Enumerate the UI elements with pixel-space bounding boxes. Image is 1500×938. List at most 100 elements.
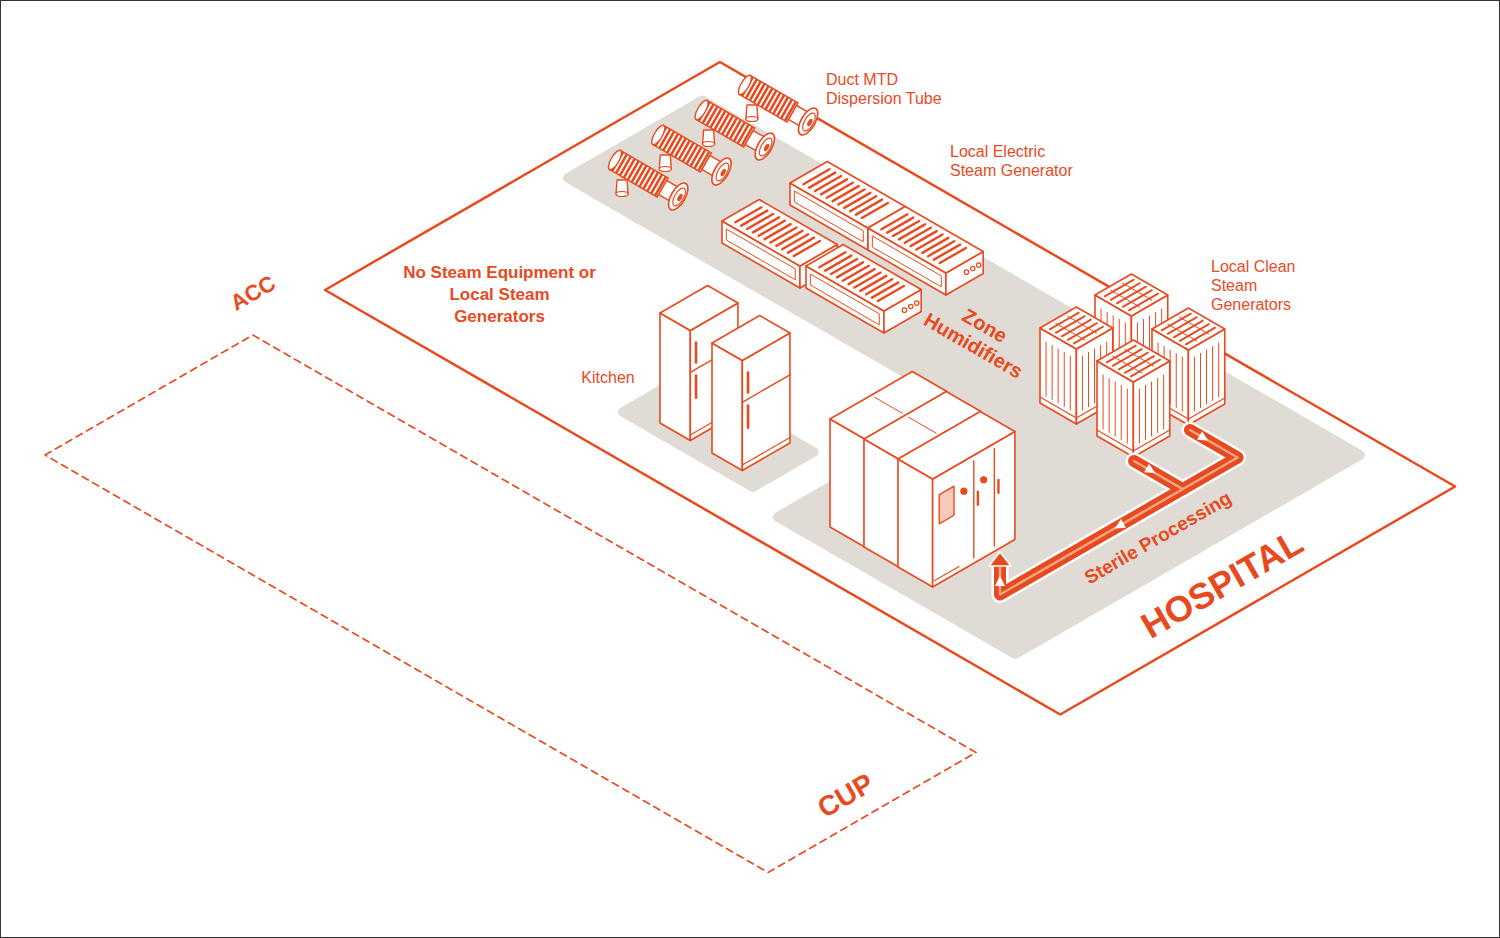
top-seam — [909, 417, 937, 433]
grille-bar — [1131, 360, 1160, 377]
grille-bar — [1123, 290, 1152, 307]
hospital-outline-shape — [317, 54, 1464, 723]
indicator-light — [915, 301, 919, 305]
grille-bar — [1113, 356, 1142, 373]
louver — [765, 224, 791, 239]
fan-hub — [763, 143, 770, 152]
door-handle — [997, 480, 999, 493]
louver — [838, 189, 864, 204]
zone-humidifier-area-shape — [560, 92, 1126, 426]
grille-bar — [1186, 328, 1215, 345]
grille-bar — [1180, 317, 1209, 334]
grille-bar — [1111, 290, 1140, 307]
grille-bar — [1125, 349, 1154, 366]
louver — [862, 203, 888, 218]
grille-bar — [1105, 280, 1134, 297]
grille-bar — [1119, 353, 1148, 370]
cup-outline-border — [45, 335, 976, 873]
note-text: No Steam Equipment or Local Steam Genera… — [402, 262, 597, 328]
side-louver — [1151, 382, 1152, 436]
door-split — [742, 375, 790, 403]
callout-label: Local Electric Steam Generator — [950, 142, 1085, 180]
sterilizer-cabinet-top — [898, 412, 1015, 480]
louver — [776, 231, 802, 246]
louver — [922, 238, 948, 253]
louver — [916, 234, 942, 249]
kitchen-area-shape — [615, 369, 822, 495]
louver — [747, 214, 773, 229]
side-louver — [1212, 347, 1213, 401]
louver — [844, 193, 870, 208]
grille-bar — [1168, 324, 1197, 341]
side-louver — [1139, 389, 1140, 443]
clean-generator — [1097, 340, 1170, 457]
side-louver — [1103, 375, 1104, 429]
fan-hub — [720, 168, 727, 177]
grille-bar — [1056, 316, 1085, 333]
area-label: Zone Humidifiers — [914, 284, 1045, 386]
louver — [825, 256, 851, 271]
side-louver — [1176, 354, 1177, 408]
side-louver — [1121, 386, 1122, 440]
duct-outlet — [703, 130, 715, 147]
kitchen-area: Kitchen — [615, 369, 822, 495]
indicator-light — [971, 266, 975, 270]
duct-outlet-rim — [616, 192, 628, 197]
door-handle — [977, 492, 979, 505]
hospital-outline: Zone HumidifiersKitchenSterile Processin… — [317, 54, 1464, 723]
louver — [934, 245, 960, 260]
side-louver — [1218, 343, 1219, 397]
flow-arrow — [1112, 519, 1126, 533]
grille-bar — [1174, 321, 1203, 338]
sterilizer-cabinet-side — [898, 459, 933, 587]
flow-arrow — [1197, 431, 1211, 445]
louver — [928, 241, 954, 256]
duct-outlet — [659, 155, 671, 172]
side-louver — [1145, 386, 1146, 440]
side-louver — [1182, 357, 1183, 411]
sterile-processing-area-shape — [770, 310, 1368, 662]
sterilizer-cabinet-side — [830, 419, 865, 547]
louver — [788, 238, 814, 253]
louver — [872, 283, 898, 298]
door-handle — [747, 373, 750, 393]
grille-bar — [1056, 323, 1085, 340]
zone-humidifier-area: Zone Humidifiers — [560, 92, 1126, 426]
duct-outlet-rim — [659, 167, 671, 172]
louver — [815, 176, 841, 191]
door-split — [973, 461, 974, 558]
clean-generator-top — [1152, 308, 1225, 350]
grille-bar — [1117, 287, 1146, 304]
side-louver — [1206, 350, 1207, 404]
louver — [878, 286, 904, 301]
building-label: ACC — [226, 270, 280, 316]
fan-hub — [676, 193, 683, 202]
kitchen-area-border — [623, 377, 814, 487]
louver — [827, 183, 853, 198]
side-louver — [1064, 353, 1065, 407]
sterilizer-cabinet-side — [864, 439, 899, 567]
grille-bar — [1129, 294, 1158, 311]
louver — [843, 266, 869, 281]
louver — [881, 214, 907, 229]
louver — [759, 221, 785, 236]
grille-bar — [1074, 327, 1103, 344]
grille-bar — [1111, 283, 1140, 300]
louver — [821, 179, 847, 194]
region-label: CUP — [812, 767, 879, 824]
louver — [911, 231, 937, 246]
side-louver — [1058, 349, 1059, 403]
louver — [850, 196, 876, 211]
flow-arrow — [995, 576, 1005, 586]
louver — [741, 211, 767, 226]
door-handle — [695, 376, 698, 398]
louver — [860, 276, 886, 291]
refrigerator-side — [712, 343, 742, 471]
grille-bar — [1180, 324, 1209, 341]
clean-generator-top — [1097, 340, 1170, 382]
side-louver — [1052, 346, 1053, 400]
hospital-outline-border — [325, 62, 1455, 715]
grille-bar — [1068, 316, 1097, 333]
door-split — [994, 449, 995, 546]
